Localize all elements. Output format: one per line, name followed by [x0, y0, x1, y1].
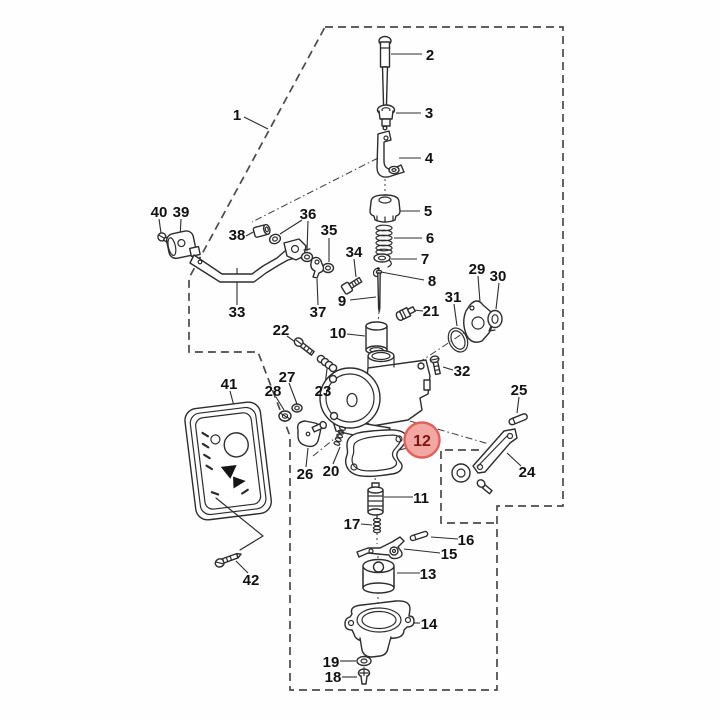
callout-8: 8: [428, 273, 436, 290]
callout-18: 18: [325, 669, 342, 686]
callout-42: 42: [243, 572, 260, 589]
part-10-throttle-slide: [365, 321, 388, 355]
callout-3: 3: [425, 105, 433, 122]
callout-21: 21: [423, 303, 440, 320]
callout-30: 30: [490, 268, 507, 285]
part-16-hinge-pin: [409, 530, 429, 542]
part-11-main-jet: [367, 482, 384, 516]
part-3-cap-nut: [376, 104, 396, 127]
callout-22: 22: [273, 322, 290, 339]
callout-24: 24: [519, 464, 536, 481]
highlight-circle[interactable]: [403, 421, 441, 459]
part-24-bracket: [472, 428, 518, 474]
callout-31: 31: [445, 289, 462, 306]
part-38-bushing: [252, 223, 271, 238]
part-6-spring: [375, 224, 393, 256]
part-27-washer: [291, 403, 303, 413]
callout-4: 4: [425, 150, 434, 167]
filter-retainer-wire: [215, 497, 264, 551]
part-42-screw: [214, 552, 242, 568]
callout-23: 23: [315, 383, 332, 400]
callout-41: 41: [221, 376, 238, 393]
callout-1: 1: [233, 107, 241, 124]
callout-7: 7: [421, 251, 429, 268]
part-14-float-bowl: [344, 600, 415, 662]
part-22-screw: [293, 337, 315, 356]
part-21-needle-valve: [395, 306, 416, 322]
part-41-air-filter-cover: [184, 401, 272, 521]
callout-17: 17: [344, 516, 361, 533]
part-28-nut: [278, 410, 292, 422]
callout-19: 19: [323, 654, 340, 671]
part-19-washer: [356, 655, 372, 667]
callout-39: 39: [173, 204, 190, 221]
callout-5: 5: [424, 203, 432, 220]
callout-13: 13: [420, 566, 437, 583]
callout-20: 20: [323, 463, 340, 480]
callout-11: 11: [413, 490, 429, 507]
part-29-cover: [463, 300, 494, 343]
callout-26: 26: [297, 466, 314, 483]
callout-40: 40: [151, 204, 168, 221]
callout-15: 15: [441, 546, 458, 563]
callout-10: 10: [330, 325, 347, 342]
part-39-bracket-block: [165, 230, 201, 260]
part-30-clamp: [487, 309, 503, 332]
part-32-screw: [429, 355, 441, 376]
callout-27: 27: [279, 369, 296, 386]
part-7-washer: [373, 253, 392, 268]
part-26-choke-plate: [296, 420, 328, 448]
assembly-boundary-dashed: [188, 26, 564, 691]
part-34-screw: [340, 276, 363, 295]
callout-25: 25: [511, 382, 528, 399]
part-33-lever-arm: [189, 238, 311, 283]
callout-29: 29: [469, 261, 486, 278]
part-20-spring: [333, 426, 346, 446]
callout-16: 16: [458, 532, 475, 549]
part-13-float: [362, 558, 395, 594]
callout-35: 35: [321, 222, 338, 239]
callout-34: 34: [346, 244, 363, 261]
part-18-drain-screw: [357, 668, 371, 685]
callout-38: 38: [229, 227, 246, 244]
callout-2: 2: [426, 47, 434, 64]
part-23-spring: [316, 354, 338, 373]
callout-28: 28: [265, 383, 282, 400]
highlighted-callout-12[interactable]: 12: [403, 421, 441, 459]
callout-6: 6: [426, 230, 434, 247]
callout-37: 37: [310, 304, 327, 321]
callout-12[interactable]: 12: [413, 433, 431, 450]
part-37-hook-lever: [310, 256, 325, 279]
part-31-o-ring: [447, 327, 469, 353]
part-17-spring-small: [372, 514, 382, 534]
part-5-top-cap: [369, 194, 401, 223]
part-15-float-arm: [356, 536, 405, 560]
callout-36: 36: [300, 206, 317, 223]
part-12-gasket: [345, 429, 408, 477]
callout-14: 14: [421, 616, 438, 633]
callout-9: 9: [338, 293, 346, 310]
leader-lines: [158, 53, 522, 678]
part-4-bracket: [376, 130, 405, 178]
part-25-pin: [508, 413, 528, 426]
callout-labels: 1 2 3 4 5 6 7 8 9 10 11 13 14 15 16 17 1…: [151, 47, 536, 686]
callout-32: 32: [454, 363, 471, 380]
part-9-jet-needle: [375, 269, 383, 313]
part-24-roller-and-screw: [451, 463, 493, 495]
callout-33: 33: [229, 304, 246, 321]
part-36-washers: [268, 233, 314, 263]
